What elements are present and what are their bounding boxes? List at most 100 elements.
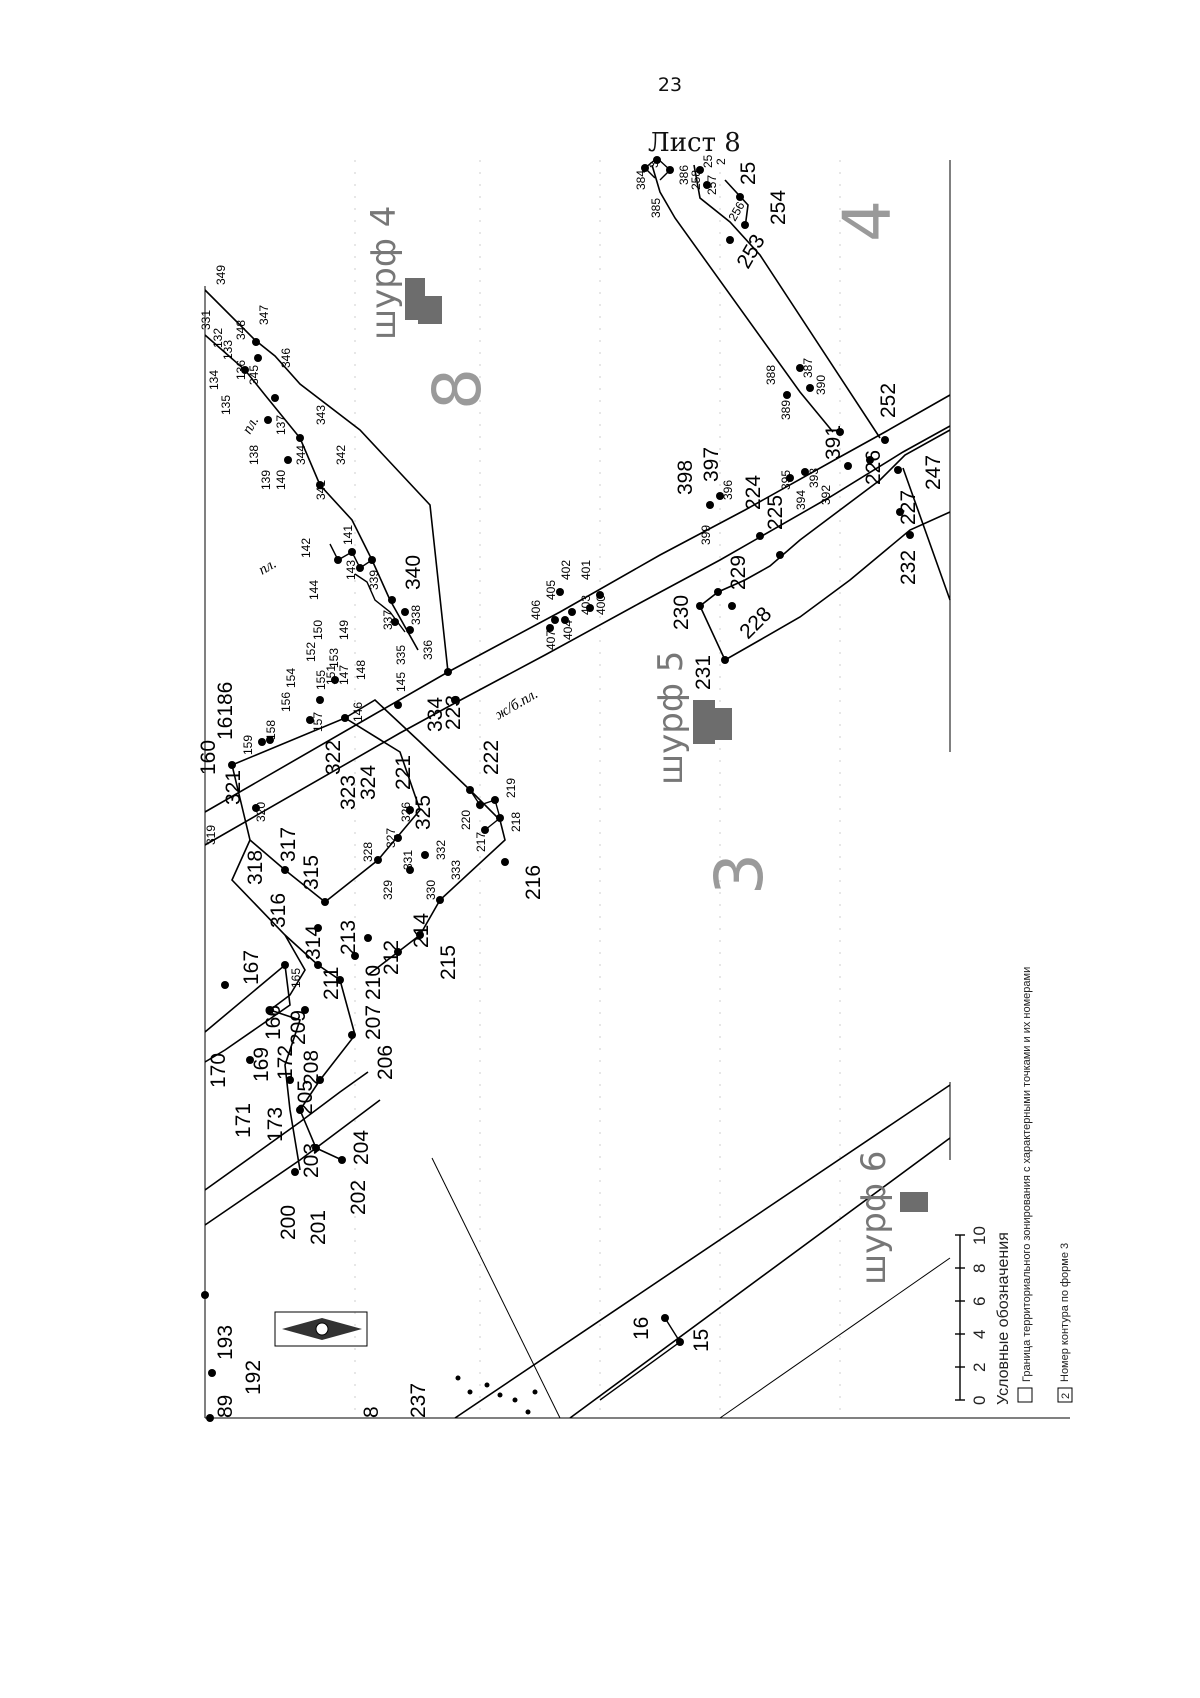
pt-s-339: 339 xyxy=(367,570,381,590)
pt-s-333: 333 xyxy=(449,860,463,880)
pt-231: 231 xyxy=(692,655,715,690)
scale-4: 4 xyxy=(970,1330,989,1339)
point-labels-small: 384 3 386 25 2 385 258 257 256 388 387 3… xyxy=(199,154,833,988)
pt-8: 8 xyxy=(360,1406,383,1418)
pt-210: 210 xyxy=(362,965,385,1000)
pt-s-138: 138 xyxy=(247,445,261,465)
pt-s-217: 217 xyxy=(474,832,488,852)
pt-15: 15 xyxy=(690,1329,713,1352)
label-pl-1: пл. xyxy=(256,556,279,579)
contour-217 xyxy=(469,789,501,831)
pt-s-330: 330 xyxy=(424,880,438,900)
legend: 0 2 4 6 8 10 Условные обозначения Границ… xyxy=(955,967,1073,1405)
pt-s-149: 149 xyxy=(337,620,351,640)
pt-s-219: 219 xyxy=(504,778,518,798)
pt-324: 324 xyxy=(357,765,380,800)
pt-230: 230 xyxy=(670,595,693,630)
pt-s-336: 336 xyxy=(421,640,435,660)
pt-s-345: 345 xyxy=(247,365,261,385)
pt-s-25: 25 xyxy=(701,154,715,168)
pt-s-394: 394 xyxy=(794,490,808,510)
pt-s-384: 384 xyxy=(634,170,648,190)
pt-s-320: 320 xyxy=(254,802,268,822)
pt-s-400: 400 xyxy=(594,595,608,615)
road-lower xyxy=(454,1084,951,1419)
pt-s-159: 159 xyxy=(241,735,255,755)
pt-397: 397 xyxy=(700,447,723,482)
pt-s-152: 152 xyxy=(304,642,318,662)
pt-166: 166 xyxy=(262,1005,285,1040)
pt-s-385: 385 xyxy=(649,198,663,218)
label-pl-2: пл. xyxy=(240,414,263,437)
pt-s-343: 343 xyxy=(314,405,328,425)
pt-s-396: 396 xyxy=(721,480,735,500)
pt-s-156: 156 xyxy=(279,692,293,712)
pt-s-392: 392 xyxy=(819,485,833,505)
pt-s-406: 406 xyxy=(529,600,543,620)
pt-s-220: 220 xyxy=(459,810,473,830)
pt-192: 192 xyxy=(242,1360,265,1395)
pt-89: 89 xyxy=(214,1395,237,1418)
pt-s-134: 134 xyxy=(207,370,221,390)
pt-207: 207 xyxy=(362,1005,385,1040)
pt-s-390: 390 xyxy=(814,375,828,395)
pt-253: 253 xyxy=(732,231,769,273)
pt-s-257: 257 xyxy=(705,175,719,195)
pt-s-133: 133 xyxy=(221,340,235,360)
legend-item-1: Граница территориального зонирования с х… xyxy=(1021,967,1033,1382)
pt-323: 323 xyxy=(337,775,360,810)
scale-bar xyxy=(955,1234,965,1401)
pt-193: 193 xyxy=(214,1325,237,1360)
fence-lower xyxy=(431,1157,951,1419)
scale-8: 8 xyxy=(970,1264,989,1273)
zone-8: 8 xyxy=(419,368,496,410)
pt-s-395: 395 xyxy=(779,470,793,490)
pt-s-218: 218 xyxy=(509,812,523,832)
pt-204: 204 xyxy=(350,1130,373,1165)
page-number: 23 xyxy=(657,74,683,96)
pit-marker-4 xyxy=(405,278,442,324)
pt-s-326: 326 xyxy=(399,802,413,822)
pt-s-388: 388 xyxy=(764,365,778,385)
pt-254: 254 xyxy=(767,190,790,225)
pt-s-327: 327 xyxy=(384,828,398,848)
pt-s-141: 141 xyxy=(341,525,355,545)
pt-325: 325 xyxy=(412,795,435,830)
pt-s-399: 399 xyxy=(699,525,713,545)
pt-s-389: 389 xyxy=(779,400,793,420)
pt-s-136: 136 xyxy=(234,360,248,380)
legend-title: Условные обозначения xyxy=(995,1232,1012,1405)
pt-s-139: 139 xyxy=(259,470,273,490)
pt-s-331: 331 xyxy=(199,310,213,330)
pt-202: 202 xyxy=(347,1180,370,1215)
pt-161: 161 xyxy=(214,705,237,740)
pt-s-337: 337 xyxy=(381,610,395,630)
pt-317: 317 xyxy=(277,827,300,862)
pt-223: 223 xyxy=(442,695,465,730)
pt-s-335: 335 xyxy=(394,645,408,665)
pt-s-142: 142 xyxy=(299,538,313,558)
pt-s-329: 329 xyxy=(381,880,395,900)
dots-cluster xyxy=(455,1375,538,1415)
label-rail: ж/б.пл. xyxy=(492,686,541,723)
pt-247: 247 xyxy=(922,455,945,490)
map-frame xyxy=(204,160,1070,1419)
scale-10: 10 xyxy=(970,1226,989,1245)
pt-s-155: 155 xyxy=(314,670,328,690)
pt-s-401: 401 xyxy=(579,560,593,580)
pt-173: 173 xyxy=(264,1107,287,1142)
pt-s-137: 137 xyxy=(274,415,288,435)
pt-213: 213 xyxy=(337,920,360,955)
pt-318: 318 xyxy=(244,850,267,885)
scale-0: 0 xyxy=(970,1396,989,1405)
pt-237: 237 xyxy=(407,1383,430,1418)
point-labels-large: 25 254 253 252 226 247 227 232 398 397 2… xyxy=(197,162,945,1418)
pt-s-393: 393 xyxy=(807,468,821,488)
pt-s-331b: 331 xyxy=(401,850,415,870)
pt-s-407: 407 xyxy=(544,630,558,650)
pt-334: 334 xyxy=(424,697,447,732)
pt-200: 200 xyxy=(277,1205,300,1240)
pt-229: 229 xyxy=(727,555,750,590)
pt-86: 86 xyxy=(214,682,237,705)
